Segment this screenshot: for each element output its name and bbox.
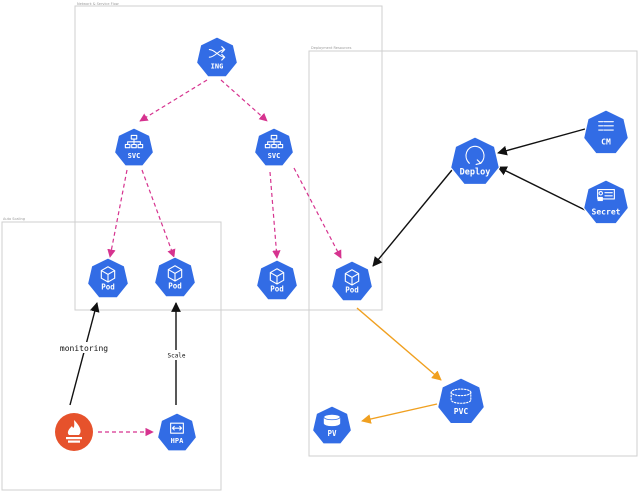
node-svc1-label: SVC <box>128 152 141 160</box>
node-pod4-label: Pod <box>345 286 359 295</box>
id-card-lock-icon <box>597 189 615 202</box>
node-pod1[interactable]: Pod <box>86 257 130 299</box>
node-svc1-shape <box>113 127 155 167</box>
node-secret-shape <box>582 179 630 225</box>
node-pod3-label: Pod <box>270 285 284 294</box>
node-pod2[interactable]: Pod <box>153 256 197 298</box>
node-hpa[interactable]: HPA <box>156 412 198 452</box>
control-edges <box>69 128 586 406</box>
group-deployment: Deployment Resources <box>308 46 638 457</box>
storage-edges <box>356 307 442 424</box>
node-pv-label: PV <box>327 429 337 438</box>
edge-ing-svc1 <box>139 79 208 122</box>
node-secret[interactable]: Secret <box>582 179 630 225</box>
edge-svc1-pod1 <box>107 169 128 258</box>
node-pvc[interactable]: PVC <box>436 377 486 425</box>
edge-label-monitoring: monitoring <box>60 344 108 353</box>
cube-icon <box>100 266 116 283</box>
cycle-arrow-icon <box>465 145 485 166</box>
node-deploy-label: Deploy <box>460 168 491 178</box>
edge-deploy-pod4 <box>372 169 453 267</box>
node-svc2-label: SVC <box>268 152 281 160</box>
node-pod4[interactable]: Pod <box>330 260 374 302</box>
node-hpa-shape <box>156 412 198 452</box>
cube-icon <box>344 269 360 286</box>
node-pod2-label: Pod <box>168 282 182 291</box>
node-pv[interactable]: PV <box>311 405 353 445</box>
config-lines-icon <box>598 121 614 131</box>
node-secret-label: Secret <box>592 208 621 217</box>
edge-ing-svc2 <box>220 79 268 122</box>
edge-secret-deploy <box>497 166 586 211</box>
network-tree-icon <box>264 134 284 149</box>
traffic-edges <box>98 79 342 437</box>
node-cm-shape <box>582 109 630 155</box>
edge-svc1-pod2 <box>141 169 176 258</box>
edge-label-monitoring-group: monitoring <box>60 342 108 353</box>
disk-icon <box>323 413 341 427</box>
node-svc1[interactable]: SVC <box>113 127 155 167</box>
node-hpa-label: HPA <box>171 437 184 445</box>
group-deployment-label: Deployment Resources <box>311 46 352 50</box>
node-pod1-label: Pod <box>101 283 115 292</box>
edge-pvc-pv <box>361 403 438 424</box>
node-ing-label: ING <box>211 63 224 71</box>
shuffle-icon <box>208 46 226 61</box>
dashed-disk-icon <box>450 388 472 404</box>
node-ing[interactable]: ING <box>195 36 239 78</box>
node-pod3[interactable]: Pod <box>255 259 299 301</box>
node-cm-label: CM <box>601 138 611 147</box>
node-prometheus[interactable] <box>55 413 93 451</box>
edge-cm-deploy <box>497 128 586 156</box>
network-tree-icon <box>124 134 144 149</box>
edge-label-scale-group: Scale <box>166 350 187 360</box>
node-pvc-label: PVC <box>454 407 469 416</box>
node-pvc-shape <box>436 377 486 425</box>
cube-icon <box>167 265 183 282</box>
cube-icon <box>269 268 285 285</box>
edge-svc2-pod3 <box>269 171 281 259</box>
expand-arrows-icon <box>170 422 184 434</box>
group-traffic: Network & Service Flow <box>74 2 383 311</box>
group-autoscaling-label: Auto Scaling <box>3 217 25 221</box>
node-ing-shape <box>195 36 239 78</box>
node-deploy-shape <box>449 136 501 186</box>
node-svc2[interactable]: SVC <box>253 127 295 167</box>
group-autoscaling: Auto Scaling <box>1 217 222 491</box>
node-deploy[interactable]: Deploy <box>449 136 501 186</box>
group-traffic-label: Network & Service Flow <box>77 2 119 6</box>
edge-svc2-pod4 <box>293 167 342 259</box>
edge-pod4-pvc <box>356 307 442 381</box>
prometheus-flame-icon <box>66 420 82 443</box>
edge-label-scale: Scale <box>167 353 185 360</box>
edge-monitoring <box>69 302 100 406</box>
node-svc2-shape <box>253 127 295 167</box>
node-cm[interactable]: CM <box>582 109 630 155</box>
